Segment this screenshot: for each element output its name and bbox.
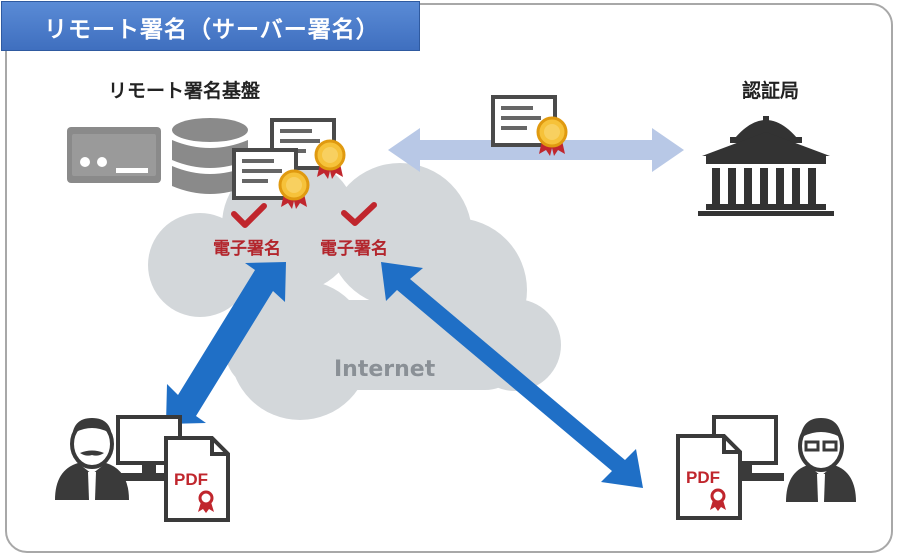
pdf-label-right: PDF <box>686 468 720 487</box>
remote-signing-platform-label: リモート署名基盤 <box>108 80 261 102</box>
internet-cloud <box>148 157 561 420</box>
signing-arrow-left <box>166 262 286 424</box>
signing-arrow-right <box>381 262 643 488</box>
diagram-title: リモート署名（サーバー署名） <box>44 17 380 43</box>
pdf-label-left: PDF <box>174 470 208 489</box>
certificate-exchange-arrow <box>388 128 684 172</box>
user-icon <box>55 418 129 500</box>
user-icon <box>786 418 856 502</box>
digital-signature-label-2: 電子署名 <box>320 239 388 259</box>
certificate-authority-label: 認証局 <box>742 80 800 102</box>
server-icon <box>67 127 161 183</box>
title-bar: リモート署名（サーバー署名） <box>1 1 420 51</box>
building-icon <box>698 116 834 216</box>
database-icon <box>172 118 248 194</box>
internet-label: Internet <box>334 357 436 382</box>
checkmark-icon <box>231 202 377 228</box>
digital-signature-label-1: 電子署名 <box>213 239 281 259</box>
